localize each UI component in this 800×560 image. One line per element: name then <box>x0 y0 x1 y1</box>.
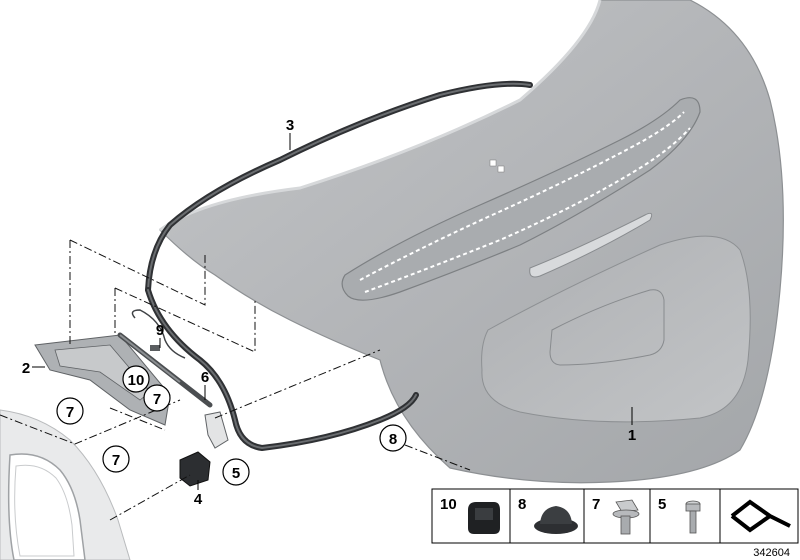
diagram-reference-number: 342604 <box>753 547 790 559</box>
cable-harness <box>131 309 186 359</box>
bracket <box>204 411 229 449</box>
legend-label-8: 8 <box>518 496 526 513</box>
guide-lines <box>0 239 471 521</box>
legend-label-10: 10 <box>440 496 457 513</box>
callout-10: 10 <box>128 372 145 389</box>
callout-7b-circle: 7 <box>143 384 171 412</box>
callout-10-circle: 10 <box>122 365 150 393</box>
rubber-buffer-icon <box>468 502 500 534</box>
parts-legend: 10 8 7 5 <box>431 488 799 544</box>
body-side-panel <box>0 409 131 560</box>
callout-7c: 7 <box>112 452 120 469</box>
callout-7a-circle: 7 <box>56 397 84 425</box>
callout-8: 8 <box>389 431 397 448</box>
callout-5-circle: 5 <box>222 458 250 486</box>
legend-label-7: 7 <box>592 496 600 513</box>
callout-3: 3 <box>286 117 294 134</box>
trunk-seal <box>145 80 533 452</box>
callout-6: 6 <box>201 369 209 386</box>
leader-lines <box>32 133 633 490</box>
screw-icon <box>685 500 701 534</box>
rubber-buffer <box>179 451 211 487</box>
gas-strut <box>117 332 213 408</box>
rubber-grommet-icon <box>534 506 578 534</box>
callout-7c-circle: 7 <box>102 445 130 473</box>
callout-2: 2 <box>22 360 30 377</box>
callout-7b: 7 <box>153 391 161 408</box>
callout-5: 5 <box>232 465 240 482</box>
trunk-hinge <box>34 334 171 426</box>
callout-8-circle: 8 <box>379 424 407 452</box>
callout-7a: 7 <box>66 404 74 421</box>
callout-4: 4 <box>194 491 203 508</box>
legend-label-5: 5 <box>658 496 666 513</box>
trunk-lid <box>159 0 784 484</box>
callout-1: 1 <box>628 427 636 444</box>
callout-9: 9 <box>156 322 164 339</box>
collar-screw-icon <box>612 499 640 535</box>
seal-profile-icon <box>730 499 791 533</box>
